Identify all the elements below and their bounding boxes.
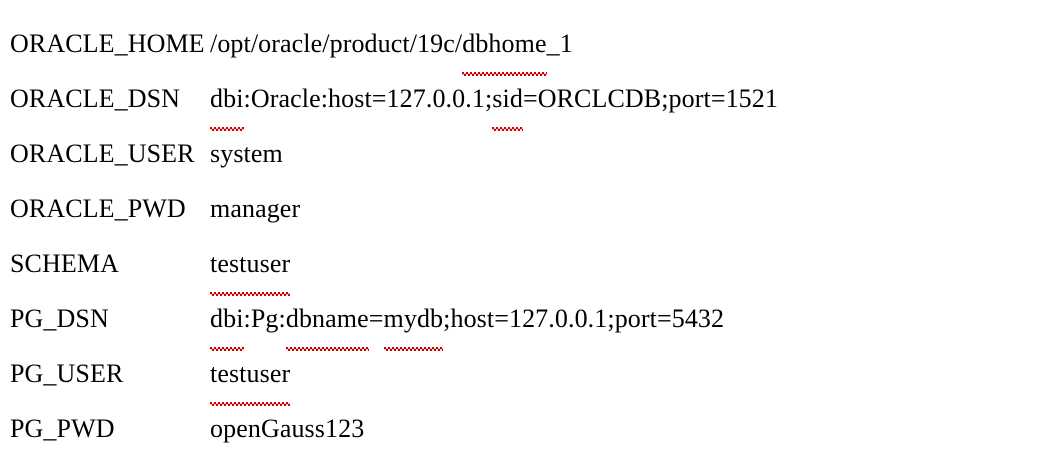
value-text-segment: manager [210,194,301,223]
env-var-row: PG_USER testuser [0,346,1054,406]
env-var-row: ORACLE_HOME/opt/oracle/product/19c/dbhom… [0,16,1054,76]
value-text-segment: :Pg: [243,304,286,333]
env-var-row: PG_PWD openGauss123 [0,401,1054,455]
env-var-row: SCHEMA testuser [0,236,1054,296]
env-var-name: PG_PWD [10,414,115,443]
env-var-value: testuser [210,346,291,406]
env-var-row: ORACLE_PWD manager [0,181,1054,236]
spellcheck-underline-segment: testuser [210,346,291,406]
env-var-name: ORACLE_USER [10,139,195,168]
spellcheck-underline-segment: dbhome [462,16,547,76]
env-var-name: ORACLE_PWD [10,194,186,223]
value-text-segment: =ORCLCDB;port=1521 [522,84,778,113]
value-text-segment: = [368,304,384,333]
value-text-segment: openGauss123 [210,414,365,443]
value-text-segment: /opt/oracle/product/19c/ [210,29,463,58]
env-var-name: PG_USER [10,359,124,388]
spellcheck-underline-segment: sid [492,71,523,131]
value-text-segment: _1 [546,29,573,58]
spellcheck-underline-segment: mydb [383,291,444,351]
env-var-row: PG_DSN dbi:Pg:dbname=mydb;host=127.0.0.1;… [0,291,1054,351]
env-var-value: system [210,126,283,181]
spellcheck-underline-segment: dbname [285,291,369,351]
env-var-name: ORACLE_DSN [10,84,181,113]
env-var-name: PG_DSN [10,304,109,333]
env-var-row: ORACLE_DSN dbi:Oracle:host=127.0.0.1;sid=… [0,71,1054,131]
env-var-value: testuser [210,236,291,296]
env-var-name: ORACLE_HOME [10,29,205,58]
env-var-value: manager [210,181,300,236]
value-text-segment: :Oracle:host=127.0.0.1; [243,84,493,113]
spellcheck-underline-segment: dbi [210,291,244,351]
value-text-segment: system [210,139,283,168]
env-var-value: openGauss123 [210,401,364,455]
env-var-value: dbi:Pg:dbname=mydb;host=127.0.0.1;port=5… [210,291,725,351]
spellcheck-underline-segment: testuser [210,236,291,296]
value-text-segment: ;host=127.0.0.1;port=5432 [443,304,725,333]
spellcheck-underline-segment: dbi [210,71,244,131]
env-var-value: /opt/oracle/product/19c/dbhome_1 [210,16,573,76]
env-var-row: ORACLE_USER system [0,126,1054,181]
env-var-name: SCHEMA [10,249,119,278]
env-var-value: dbi:Oracle:host=127.0.0.1;sid=ORCLCDB;po… [210,71,778,131]
